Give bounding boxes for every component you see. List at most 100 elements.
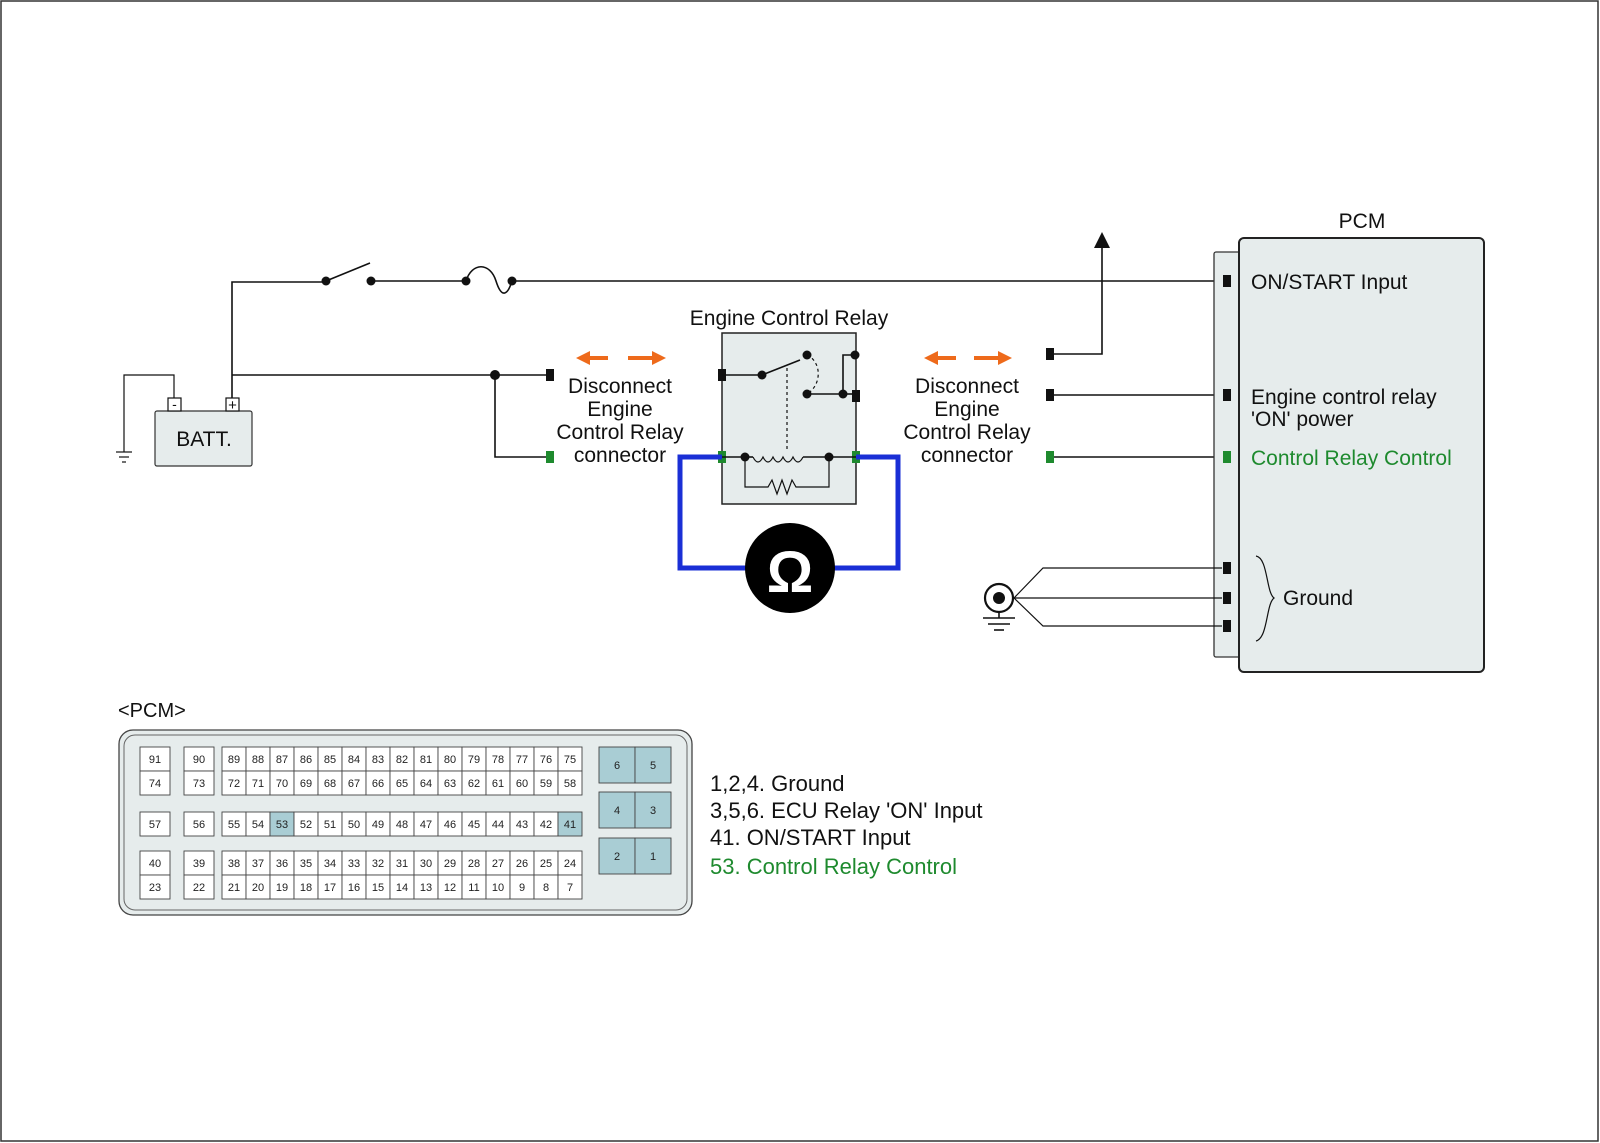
connector-pin-cell: [139, 746, 171, 772]
connector-pin-label: 1: [650, 851, 656, 863]
pcm-block: [1213, 237, 1485, 673]
connector-pin-label: 54: [252, 819, 264, 831]
fuse-icon: [461, 265, 517, 294]
connector-pin-label: 20: [252, 882, 264, 894]
connector-pin-cell: [317, 811, 343, 837]
connector-pin-cell: [341, 811, 367, 837]
connector-pin-label: 3: [650, 805, 656, 817]
right-connector-wires: [1046, 232, 1222, 463]
connector-pin-label: 48: [396, 819, 408, 831]
pcm-ground-wires: [1013, 567, 1222, 627]
connector-pin-cell: [139, 874, 171, 900]
connector-pin-label: 66: [372, 778, 384, 790]
connector-pin-cell: [341, 850, 367, 876]
connector-pin-cell: [245, 850, 271, 876]
connector-pin-cell: [365, 770, 391, 796]
connector-pin-label: 72: [228, 778, 240, 790]
pcm-relay-power-label-1: Engine control relay: [1251, 386, 1437, 409]
connector-pin-cell: [634, 837, 672, 875]
disconnect-left-line2: Engine: [587, 398, 652, 421]
ohmmeter-symbol: Ω: [767, 540, 814, 605]
chassis-ground-icon: [983, 582, 1015, 631]
connector-pin-cell: [557, 874, 583, 900]
connector-pin-label: 62: [468, 778, 480, 790]
pin-legend: 1,2,4. Ground 3,5,6. ECU Relay 'ON' Inpu…: [710, 771, 983, 879]
connector-pin-cell: [485, 811, 511, 837]
connector-pin-label: 85: [324, 754, 336, 766]
connector-pin-cell: [557, 811, 583, 837]
legend-line-1: 1,2,4. Ground: [710, 771, 845, 796]
connector-pin-label: 15: [372, 882, 384, 894]
connector-pin-label: 43: [516, 819, 528, 831]
connector-pin-label: 41: [564, 819, 576, 831]
connector-pin-label: 4: [614, 805, 620, 817]
legend-line-3: 41. ON/START Input: [710, 825, 911, 850]
connector-pin-label: 53: [276, 819, 288, 831]
connector-pin-cell: [221, 811, 247, 837]
connector-pin-label: 36: [276, 858, 288, 870]
connector-pin-label: 65: [396, 778, 408, 790]
connector-pin-cell: [485, 874, 511, 900]
connector-pin-cell: [533, 770, 559, 796]
connector-pin-label: 56: [193, 819, 205, 831]
battery-label: BATT.: [176, 428, 232, 451]
connector-pin-label: 88: [252, 754, 264, 766]
connector-pin-cell: [245, 770, 271, 796]
connector-pin-cell: [365, 850, 391, 876]
connector-pin-label: 49: [372, 819, 384, 831]
engine-control-relay: [718, 332, 860, 505]
pcm-ground-label: Ground: [1283, 587, 1353, 610]
connector-pin-label: 50: [348, 819, 360, 831]
connector-pin-label: 74: [149, 778, 161, 790]
connector-pin-cell: [509, 770, 535, 796]
connector-pin-cell: [461, 811, 487, 837]
connector-pin-label: 70: [276, 778, 288, 790]
connector-pin-label: 52: [300, 819, 312, 831]
pcm-relay-power-label-2: 'ON' power: [1251, 408, 1354, 431]
connector-pin-label: 69: [300, 778, 312, 790]
connector-pin-label: 79: [468, 754, 480, 766]
connector-pin-cell: [437, 770, 463, 796]
connector-pin-label: 2: [614, 851, 620, 863]
connector-pin-label: 51: [324, 819, 336, 831]
connector-pin-label: 57: [149, 819, 161, 831]
disconnect-right-line4: connector: [921, 444, 1013, 467]
connector-pin-cell: [269, 770, 295, 796]
connector-pin-label: 45: [468, 819, 480, 831]
connector-pin-label: 58: [564, 778, 576, 790]
connector-pin-label: 16: [348, 882, 360, 894]
connector-pin-label: 28: [468, 858, 480, 870]
disconnect-left-line4: connector: [574, 444, 666, 467]
connector-pin-cell: [245, 874, 271, 900]
disconnect-right-line3: Control Relay: [903, 421, 1031, 444]
disconnect-arrows-left: [576, 351, 666, 365]
connector-pin-label: 40: [149, 858, 161, 870]
connector-pin-label: 35: [300, 858, 312, 870]
connector-pin-cell: [293, 874, 319, 900]
connector-pin-label: 21: [228, 882, 240, 894]
connector-pin-label: 23: [149, 882, 161, 894]
connector-pin-cell: [485, 746, 511, 772]
pcm-on-start-label: ON/START Input: [1251, 271, 1408, 294]
connector-pin-label: 33: [348, 858, 360, 870]
connector-pin-cell: [557, 746, 583, 772]
connector-pin-label: 90: [193, 754, 205, 766]
disconnect-right-line2: Engine: [934, 398, 999, 421]
connector-pin-label: 9: [519, 882, 525, 894]
connector-pin-cell: [183, 850, 215, 876]
connector-pin-label: 30: [420, 858, 432, 870]
connector-pin-label: 91: [149, 754, 161, 766]
legend-line-2: 3,5,6. ECU Relay 'ON' Input: [710, 798, 983, 823]
connector-pin-cell: [437, 746, 463, 772]
connector-pin-label: 63: [444, 778, 456, 790]
connector-pin-cell: [269, 811, 295, 837]
connector-pin-cell: [598, 791, 636, 829]
connector-pin-label: 47: [420, 819, 432, 831]
connector-pin-cell: [389, 770, 415, 796]
connector-pin-label: 60: [516, 778, 528, 790]
connector-pin-cell: [509, 746, 535, 772]
connector-pin-label: 55: [228, 819, 240, 831]
